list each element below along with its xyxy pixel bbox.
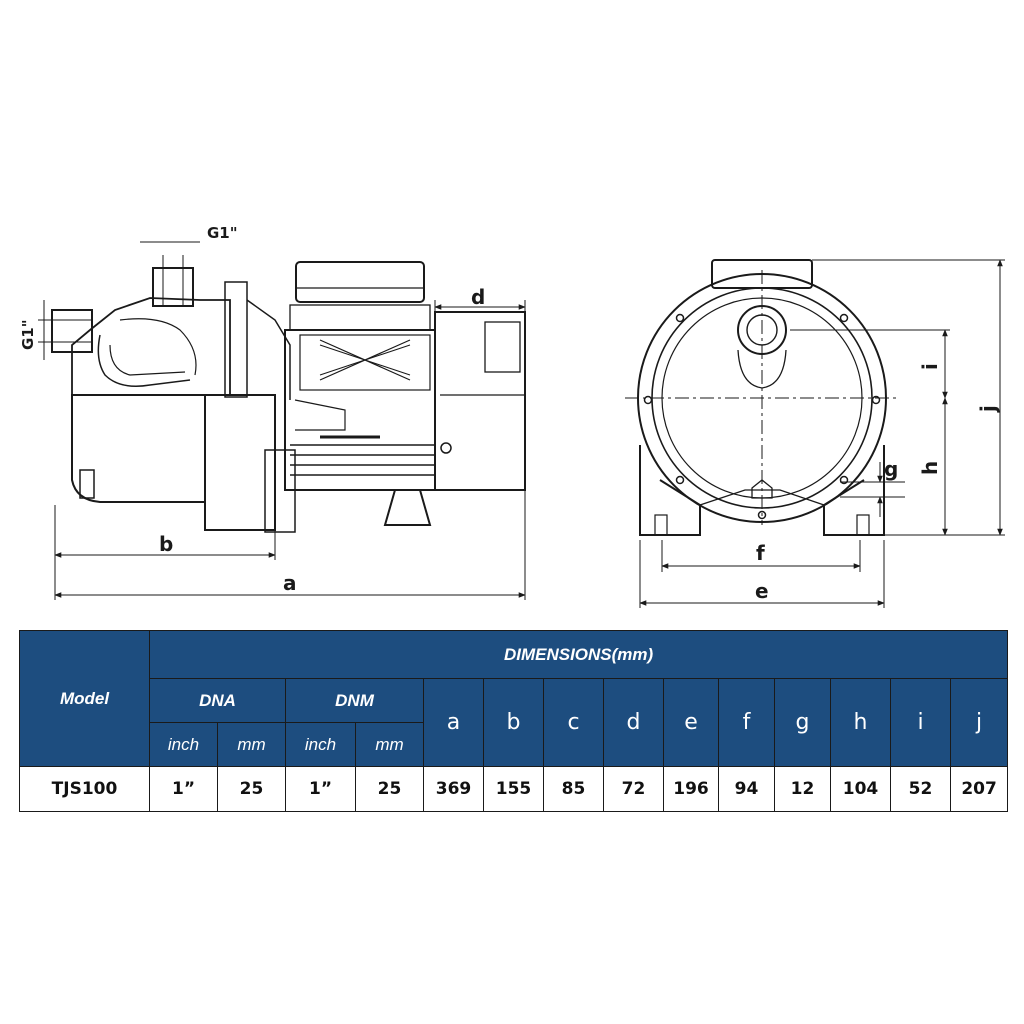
value-cell-b: 155 bbox=[483, 766, 544, 812]
dna-header: DNA bbox=[149, 678, 286, 723]
dnm-mm-header: mm bbox=[355, 722, 424, 767]
col-header-b: b bbox=[483, 678, 544, 767]
dna-mm-cell: 25 bbox=[217, 766, 286, 812]
dnm-inch-header: inch bbox=[285, 722, 356, 767]
value-cell-e: 196 bbox=[663, 766, 719, 812]
dnm-mm-cell: 25 bbox=[355, 766, 424, 812]
dnm-header: DNM bbox=[285, 678, 424, 723]
col-header-i: i bbox=[890, 678, 951, 767]
value-cell-a: 369 bbox=[423, 766, 484, 812]
col-header-j: j bbox=[949, 678, 1009, 767]
model-header: Model bbox=[19, 630, 150, 767]
dim-label-f: f bbox=[756, 541, 765, 565]
table-header-row-1: Model DIMENSIONS(mm) bbox=[19, 630, 1009, 767]
col-header-a: a bbox=[423, 678, 484, 767]
model-cell: TJS100 bbox=[19, 766, 150, 812]
value-cell-i: 52 bbox=[890, 766, 951, 812]
value-cell-h: 104 bbox=[830, 766, 891, 812]
dimensions-table: Model DIMENSIONS(mm) DNA DNM a b c d e f… bbox=[19, 630, 1009, 812]
dim-label-a: a bbox=[283, 571, 297, 595]
dna-inch-header: inch bbox=[149, 722, 218, 767]
side-view-dimensions bbox=[38, 241, 526, 600]
dim-label-d: d bbox=[471, 285, 485, 309]
pump-technical-drawing: G1" G1" d b a i h j g f e bbox=[19, 224, 1005, 608]
col-header-h: h bbox=[830, 678, 891, 767]
col-header-f: f bbox=[718, 678, 775, 767]
side-view bbox=[51, 261, 526, 533]
value-cell-f: 94 bbox=[718, 766, 775, 812]
outlet-thread-label: G1" bbox=[207, 224, 238, 242]
dim-label-e: e bbox=[755, 579, 769, 603]
value-cell-j: 207 bbox=[949, 766, 1009, 812]
front-view-dimensions bbox=[625, 259, 1005, 608]
dim-label-i: i bbox=[918, 363, 942, 370]
dnm-inch-cell: 1” bbox=[285, 766, 356, 812]
dna-inch-cell: 1” bbox=[149, 766, 218, 812]
dim-label-b: b bbox=[159, 532, 173, 556]
dimensions-header: DIMENSIONS(mm) bbox=[148, 630, 1009, 679]
col-header-g: g bbox=[774, 678, 831, 767]
col-header-c: c bbox=[543, 678, 604, 767]
dim-label-j: j bbox=[976, 405, 1000, 413]
col-header-e: e bbox=[663, 678, 719, 767]
col-header-d: d bbox=[603, 678, 664, 767]
dim-label-h: h bbox=[918, 461, 942, 475]
dim-label-g: g bbox=[884, 457, 898, 481]
table-row: TJS100 1” 25 1” 25 369 155 85 72 196 94 … bbox=[19, 766, 1009, 812]
value-cell-d: 72 bbox=[603, 766, 664, 812]
dna-mm-header: mm bbox=[217, 722, 286, 767]
value-cell-c: 85 bbox=[543, 766, 604, 812]
table-header-row-3: inch mm inch mm bbox=[20, 722, 1008, 767]
inlet-thread-label: G1" bbox=[19, 319, 37, 350]
value-cell-g: 12 bbox=[774, 766, 831, 812]
table-header-row-2: DNA DNM a b c d e f g h i j bbox=[20, 678, 1009, 767]
